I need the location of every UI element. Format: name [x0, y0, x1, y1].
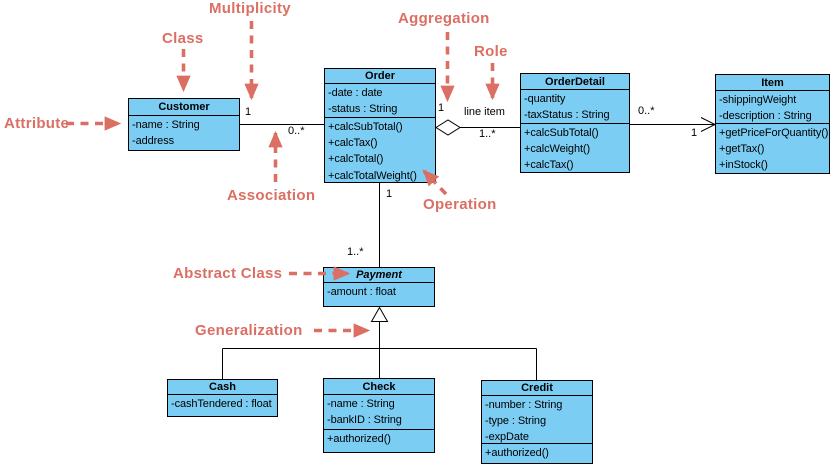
role-label: line item: [464, 106, 505, 118]
member-row: -description : String: [719, 110, 812, 123]
member-row: +getPriceForQuantity(): [719, 127, 829, 139]
member-row: -quantity: [524, 93, 566, 105]
class-operations: +authorized(): [324, 429, 434, 452]
member-row: -number : String: [485, 399, 563, 411]
class-payment: Payment -amount : float: [323, 267, 435, 307]
annotation-aggregation: Aggregation: [398, 10, 490, 27]
class-title: Customer: [158, 101, 210, 113]
class-title: Payment: [356, 269, 402, 281]
class-title: OrderDetail: [545, 75, 605, 88]
class-attributes: -quantity -taxStatus : String: [521, 89, 629, 123]
class-attributes: -shippingWeight -description : String: [716, 90, 829, 123]
multiplicity-label: 1: [245, 106, 252, 118]
member-row: +calcTax(): [328, 137, 378, 150]
member-row: +authorized(): [327, 433, 391, 445]
class-title: Credit: [521, 382, 553, 394]
multiplicity-label: 1..*: [347, 246, 364, 258]
member-row: -address: [132, 135, 174, 148]
member-row: +inStock(): [719, 159, 768, 172]
class-operations: +calcSubTotal() +calcTax() +calcTotal() +ca…: [325, 117, 435, 182]
multiplicity-label: 1..*: [479, 128, 496, 140]
multiplicity-label: 1: [386, 188, 393, 200]
annotation-class: Class: [162, 30, 204, 47]
member-row: +calcTotal(): [328, 153, 384, 166]
annotation-association: Association: [227, 187, 316, 204]
member-row: -shippingWeight: [719, 94, 797, 106]
annotation-attribute: Attribute: [4, 115, 70, 132]
class-orderdetail: OrderDetail -quantity -taxStatus : String…: [520, 73, 630, 173]
class-order: Order -date : date -status : String +calc…: [324, 68, 436, 183]
annotation-abstract-class: Abstract Class: [173, 265, 283, 282]
member-row: -type : String: [485, 415, 546, 428]
class-check: Check -name : String -bankID : String +au…: [323, 378, 435, 453]
member-row: +getTax(): [719, 143, 765, 156]
class-cash: Cash -cashTendered : float: [167, 379, 278, 417]
multiplicity-label: 1: [438, 102, 445, 114]
annotation-operation: Operation: [423, 196, 497, 213]
multiplicity-label: 0..*: [638, 105, 655, 117]
black-connectors: [222, 117, 717, 380]
class-attributes: -cashTendered : float: [168, 394, 277, 416]
generalization-triangle-icon: [370, 306, 389, 322]
class-attributes: -date : date -status : String: [325, 83, 435, 117]
class-customer: Customer -name : String -address: [128, 98, 240, 151]
class-attributes: -name : String -bankID : String: [324, 394, 434, 429]
multiplicity-label: 1: [691, 127, 698, 139]
navigability-arrow-icon: [700, 117, 717, 132]
class-operations: +getPriceForQuantity() +getTax() +inStock(…: [716, 123, 829, 173]
member-row: +calcTax(): [524, 159, 574, 172]
class-attributes: -name : String -address: [129, 115, 239, 150]
annotation-role: Role: [474, 43, 508, 60]
class-operations: +authorized(): [482, 443, 592, 463]
member-row: -name : String: [132, 119, 200, 131]
member-row: -cashTendered : float: [171, 398, 272, 410]
class-attributes: -amount : float: [324, 282, 434, 306]
member-row: -bankID : String: [327, 414, 402, 427]
member-row: -status : String: [328, 103, 398, 116]
class-title: Cash: [209, 381, 236, 393]
member-row: -amount : float: [327, 286, 396, 298]
member-row: +authorized(): [485, 447, 549, 459]
annotation-generalization: Generalization: [195, 322, 303, 339]
class-title: Order: [365, 70, 395, 82]
member-row: -taxStatus : String: [524, 109, 610, 122]
member-row: -date : date: [328, 87, 383, 99]
member-row: +calcTotalWeight(): [328, 169, 417, 182]
multiplicity-label: 0..*: [288, 125, 305, 137]
class-title: Check: [362, 380, 396, 393]
class-item: Item -shippingWeight -description : Strin…: [715, 74, 830, 174]
class-attributes: -number : String -type : String -expDate: [482, 395, 592, 443]
class-credit: Credit -number : String -type : String -ex…: [481, 380, 593, 464]
class-operations: +calcSubTotal() +calcWeight() +calcTax(): [521, 123, 629, 172]
member-row: +calcSubTotal(): [328, 121, 403, 133]
member-row: +calcSubTotal(): [524, 127, 599, 139]
aggregation-diamond-icon: [435, 119, 461, 136]
annotation-multiplicity: Multiplicity: [209, 0, 291, 17]
member-row: -name : String: [327, 398, 395, 410]
class-title: Item: [761, 76, 784, 89]
member-row: +calcWeight(): [524, 143, 591, 156]
member-row: -expDate: [485, 431, 529, 443]
